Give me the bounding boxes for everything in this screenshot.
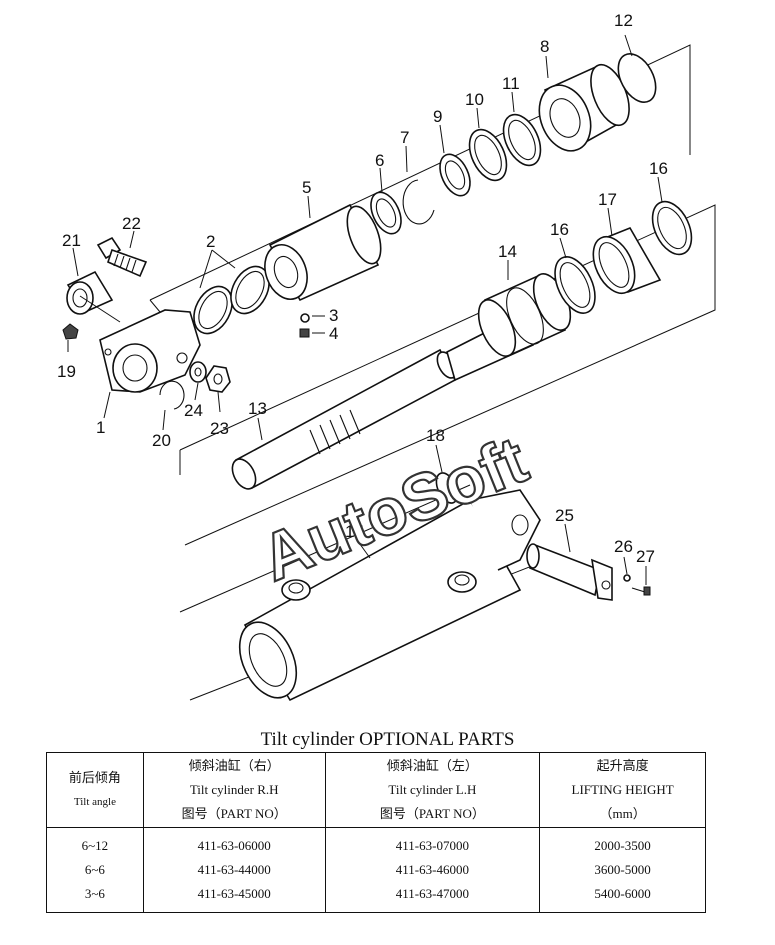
callout-1: 1 [96, 418, 105, 437]
cell-lifting-height: 5400-6000 [539, 882, 706, 913]
header-rh-partno: 图号（PART NO） [181, 806, 287, 821]
callout-15: 15 [345, 522, 364, 541]
part-27-bolt [631, 586, 651, 596]
part-2-o-rings [193, 265, 270, 335]
cell-tilt-angle: 6~6 [46, 858, 144, 882]
part-5-guide-bushing [264, 203, 382, 302]
header-lh-cn: 倾斜油缸（左） [386, 758, 478, 773]
header-lh-height-en: LIFTING HEIGHT [571, 782, 674, 797]
part-8-gland [538, 63, 630, 152]
header-tilt-angle-cn: 前后倾角 [68, 770, 121, 785]
cell-tilt-angle: 6~12 [46, 827, 144, 858]
callout-24: 24 [184, 401, 203, 420]
callout-13: 13 [248, 399, 267, 418]
callout-27: 27 [636, 547, 655, 566]
callout-18: 18 [426, 426, 445, 445]
optional-parts-table: 前后倾角 Tilt angle 倾斜油缸（右） Tilt cylinder R.… [46, 752, 706, 913]
part-15-cylinder-tube [238, 489, 541, 702]
header-tilt-angle: 前后倾角 Tilt angle [46, 752, 144, 828]
callout-23: 23 [210, 419, 229, 438]
part-20-snap-ring [159, 380, 185, 410]
callout-10: 10 [465, 90, 484, 109]
callout-16a: 16 [649, 159, 668, 178]
part-18-o-ring [435, 472, 459, 504]
cell-lifting-height: 2000-3500 [539, 827, 706, 858]
callout-11: 11 [502, 74, 520, 93]
table-row: 6~12 411-63-06000 411-63-07000 2000-3500 [46, 827, 706, 858]
exploded-parts-diagram: 1 2 3 4 5 6 7 8 9 10 11 12 13 14 15 16 1… [57, 11, 716, 702]
callout-14: 14 [498, 242, 517, 261]
callout-9: 9 [433, 107, 442, 126]
callout-26: 26 [614, 537, 633, 556]
cell-rh-part-no: 411-63-06000 [142, 827, 326, 858]
part-11-ring [502, 113, 542, 167]
header-lh-height-unit: （mm） [599, 806, 646, 821]
cell-lh-part-no: 411-63-46000 [324, 858, 541, 882]
header-rh-en: Tilt cylinder R.H [189, 782, 279, 797]
cell-rh-part-no: 411-63-44000 [142, 858, 326, 882]
callout-5: 5 [302, 178, 311, 197]
part-4-set-screw [299, 328, 310, 338]
callout-17: 17 [598, 190, 617, 209]
part-26-washer [623, 574, 631, 582]
callout-16b: 16 [550, 220, 569, 239]
callout-12: 12 [614, 11, 633, 30]
callout-19: 19 [57, 362, 76, 381]
header-lifting-height: 起升高度 LIFTING HEIGHT （mm） [539, 752, 706, 828]
table-row: 6~6 411-63-44000 411-63-46000 3600-5000 [46, 858, 706, 882]
part-12-o-ring [617, 53, 657, 103]
part-7-snap-ring [402, 179, 435, 225]
table-header-row: 前后倾角 Tilt angle 倾斜油缸（右） Tilt cylinder R.… [46, 752, 706, 828]
part-24-washer [189, 361, 207, 383]
part-21-bushing [66, 270, 114, 315]
header-rh-cn: 倾斜油缸（右） [188, 758, 280, 773]
part-10-ring [468, 128, 508, 182]
cell-lh-part-no: 411-63-07000 [324, 827, 541, 858]
part-9-ring [439, 153, 471, 197]
part-3-steel-ball [300, 313, 310, 323]
group-outline-middle [179, 204, 716, 546]
header-lh-partno: 图号（PART NO） [379, 806, 485, 821]
callout-20: 20 [152, 431, 171, 450]
table-title: Tilt cylinder OPTIONAL PARTS [260, 729, 515, 750]
header-lh-height-cn: 起升高度 [596, 758, 649, 773]
part-6-seal [370, 191, 402, 235]
callout-25: 25 [555, 506, 574, 525]
part-23-nut [205, 365, 231, 393]
part-16-ring-a [554, 256, 596, 314]
part-16-ring-b [651, 200, 693, 256]
header-rh: 倾斜油缸（右） Tilt cylinder R.H 图号（PART NO） [142, 752, 326, 828]
cell-rh-part-no: 411-63-45000 [142, 882, 326, 913]
header-lh-en: Tilt cylinder L.H [388, 782, 477, 797]
callout-22: 22 [122, 214, 141, 233]
callout-21: 21 [62, 231, 81, 250]
callout-3: 3 [329, 306, 338, 325]
part-17-wear-ring [592, 226, 662, 295]
cell-tilt-angle: 3~6 [46, 882, 144, 913]
cell-lifting-height: 3600-5000 [539, 858, 706, 882]
callout-6: 6 [375, 151, 384, 170]
part-19-grease-nipple [62, 323, 79, 340]
header-lh: 倾斜油缸（左） Tilt cylinder L.H 图号（PART NO） [324, 752, 541, 828]
part-1-bracket [99, 309, 201, 393]
cell-lh-part-no: 411-63-47000 [324, 882, 541, 913]
callout-7: 7 [400, 128, 409, 147]
header-tilt-angle-en: Tilt angle [73, 796, 116, 808]
callout-2: 2 [206, 232, 215, 251]
leader-lines [67, 34, 663, 585]
table-row: 3~6 411-63-45000 411-63-47000 5400-6000 [46, 882, 706, 913]
part-22-bolt [96, 236, 148, 278]
callout-4: 4 [329, 324, 338, 343]
callout-labels: 1 2 3 4 5 6 7 8 9 10 11 12 13 14 15 16 1… [57, 11, 668, 566]
part-25-pin [526, 543, 613, 601]
callout-8: 8 [540, 37, 549, 56]
